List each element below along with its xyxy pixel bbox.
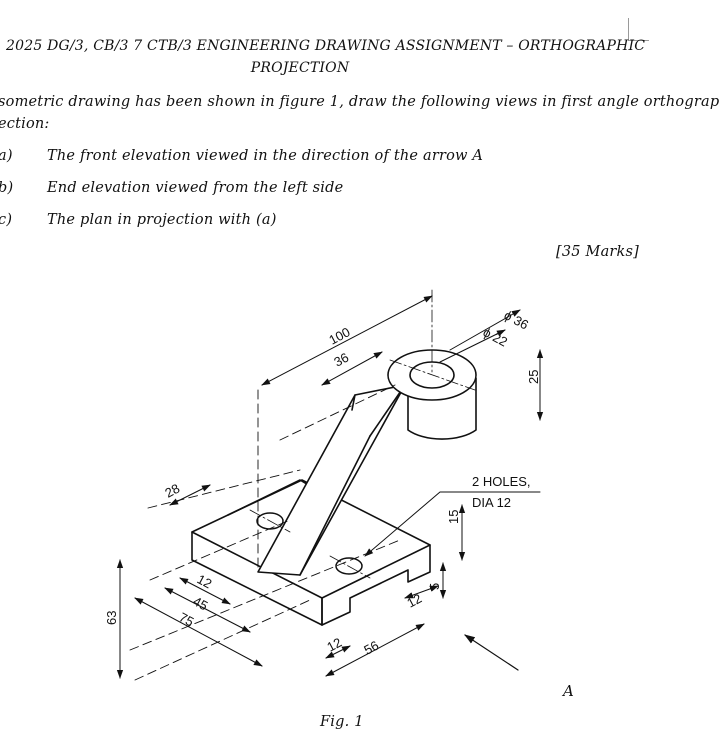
question-a-label: a) <box>0 148 13 164</box>
dim-63: 63 <box>104 611 119 625</box>
dim-phi22: ϕ 22 <box>481 324 510 349</box>
assignment-title-line2: PROJECTION <box>250 60 350 76</box>
dim-12-left: 12 <box>195 571 215 591</box>
dim-28: 28 <box>162 481 182 501</box>
dim-25: 25 <box>526 370 541 384</box>
holes-note-leader <box>364 491 541 557</box>
question-b-text: End elevation viewed from the left side <box>47 180 344 196</box>
question-a-text: The front elevation viewed in the direct… <box>47 148 484 164</box>
dim-45: 45 <box>191 593 211 613</box>
dim-56: 56 <box>361 638 381 658</box>
marks-allocation: [35 Marks] <box>556 244 640 260</box>
question-c-label: c) <box>0 212 13 228</box>
dim-12-bottom: 12 <box>324 635 344 655</box>
view-arrow-label: A <box>563 682 575 700</box>
dim-36: 36 <box>331 350 351 370</box>
figure-caption: Fig. 1 <box>320 714 364 730</box>
holes-note-line1: 2 HOLES, <box>472 474 531 489</box>
instructions-line2: ection: <box>0 116 50 132</box>
dim-phi36: ϕ 36 <box>502 307 531 332</box>
question-c-text: The plan in projection with (a) <box>47 212 277 228</box>
instructions-line1: sometric drawing has been shown in figur… <box>0 94 720 110</box>
dim-100: 100 <box>326 324 352 347</box>
holes-note-line2: DIA 12 <box>472 495 511 510</box>
page-corner-mark <box>628 18 649 41</box>
dimension-lines <box>116 295 544 679</box>
question-b-label: b) <box>0 180 14 196</box>
viewing-direction-arrow <box>464 634 519 671</box>
dim-15: 15 <box>446 510 461 524</box>
assignment-title-line1: 2025 DG/3, CB/3 7 CTB/3 ENGINEERING DRAW… <box>6 38 646 54</box>
dim-75: 75 <box>177 609 197 629</box>
dim-5: 5 <box>427 583 442 590</box>
dim-12-step: 12 <box>404 591 424 611</box>
boss-cylinder <box>387 349 477 440</box>
